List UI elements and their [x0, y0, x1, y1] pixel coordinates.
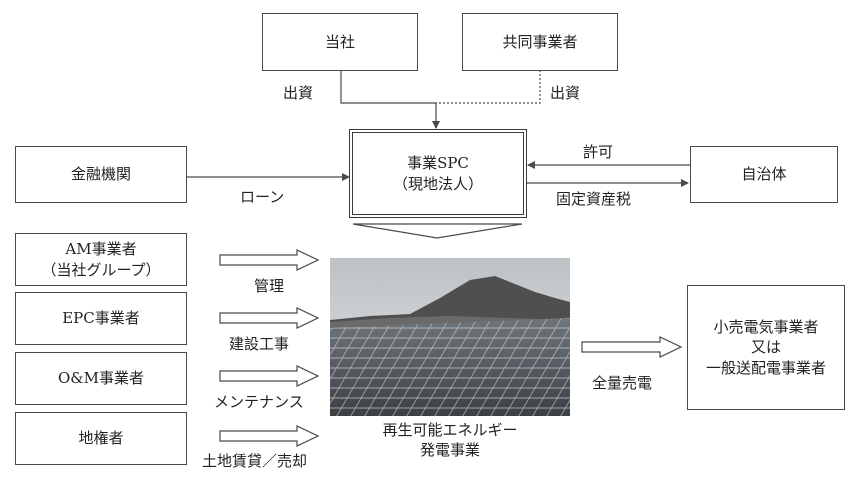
financial-institution-label: 金融機関: [70, 165, 131, 184]
permit-label: 許可: [583, 143, 614, 161]
landowner-label: 地権者: [78, 429, 124, 448]
spc-down-chevron: [352, 223, 523, 239]
om-operator-label: O&M事業者: [57, 369, 144, 388]
buyer-box: 小売電気事業者 又は 一般送配電事業者: [687, 285, 845, 410]
land-hollow-arrow: [219, 425, 320, 447]
co-investor-label: 共同事業者: [502, 32, 578, 51]
property-tax-label: 固定資産税: [556, 190, 632, 208]
financial-institution-box: 金融機関: [15, 146, 187, 203]
company-label: 当社: [324, 32, 355, 51]
management-label: 管理: [254, 277, 285, 295]
epc-operator-label: EPC事業者: [62, 309, 140, 328]
full-sale-label: 全量売電: [592, 374, 653, 392]
municipality-label: 自治体: [741, 165, 787, 184]
investment-label-company: 出資: [283, 84, 314, 102]
project-caption-line2: 発電事業: [419, 440, 480, 459]
company-box: 当社: [262, 13, 418, 71]
construction-hollow-arrow: [219, 307, 320, 329]
am-operator-label-line2: （当社グループ）: [41, 260, 161, 279]
om-operator-box: O&M事業者: [15, 352, 187, 405]
buyer-label-line3: 一般送配電事業者: [705, 358, 826, 377]
project-caption: 再生可能エネルギー 発電事業: [360, 421, 540, 460]
land-lease-label: 土地賃貸／売却: [202, 452, 308, 470]
solar-farm-illustration: [330, 258, 570, 416]
spc-box: 事業SPC （現地法人）: [349, 129, 527, 218]
am-operator-box: AM事業者 （当社グループ）: [15, 233, 187, 286]
management-hollow-arrow: [219, 249, 320, 271]
spc-label-line1: 事業SPC: [407, 154, 469, 173]
investment-label-co-investor: 出資: [550, 84, 581, 102]
co-investor-box: 共同事業者: [462, 13, 618, 71]
loan-label: ローン: [240, 188, 285, 206]
buyer-label-line1: 小売電気事業者: [713, 318, 819, 337]
investment-line-co-investor: [436, 70, 541, 104]
landowner-box: 地権者: [15, 412, 187, 465]
municipality-box: 自治体: [690, 146, 838, 203]
construction-label: 建設工事: [229, 335, 290, 353]
am-operator-label-line1: AM事業者: [65, 240, 137, 259]
project-caption-line1: 再生可能エネルギー: [382, 421, 518, 439]
buyer-label-line2: 又は: [750, 338, 781, 357]
maintenance-hollow-arrow: [219, 365, 320, 387]
investment-line-company: [340, 70, 436, 104]
epc-operator-box: EPC事業者: [15, 292, 187, 345]
spc-label-line2: （現地法人）: [392, 174, 483, 193]
sale-hollow-arrow: [581, 336, 683, 358]
solar-farm-photo: [330, 258, 570, 416]
maintenance-label: メンテナンス: [214, 393, 304, 411]
